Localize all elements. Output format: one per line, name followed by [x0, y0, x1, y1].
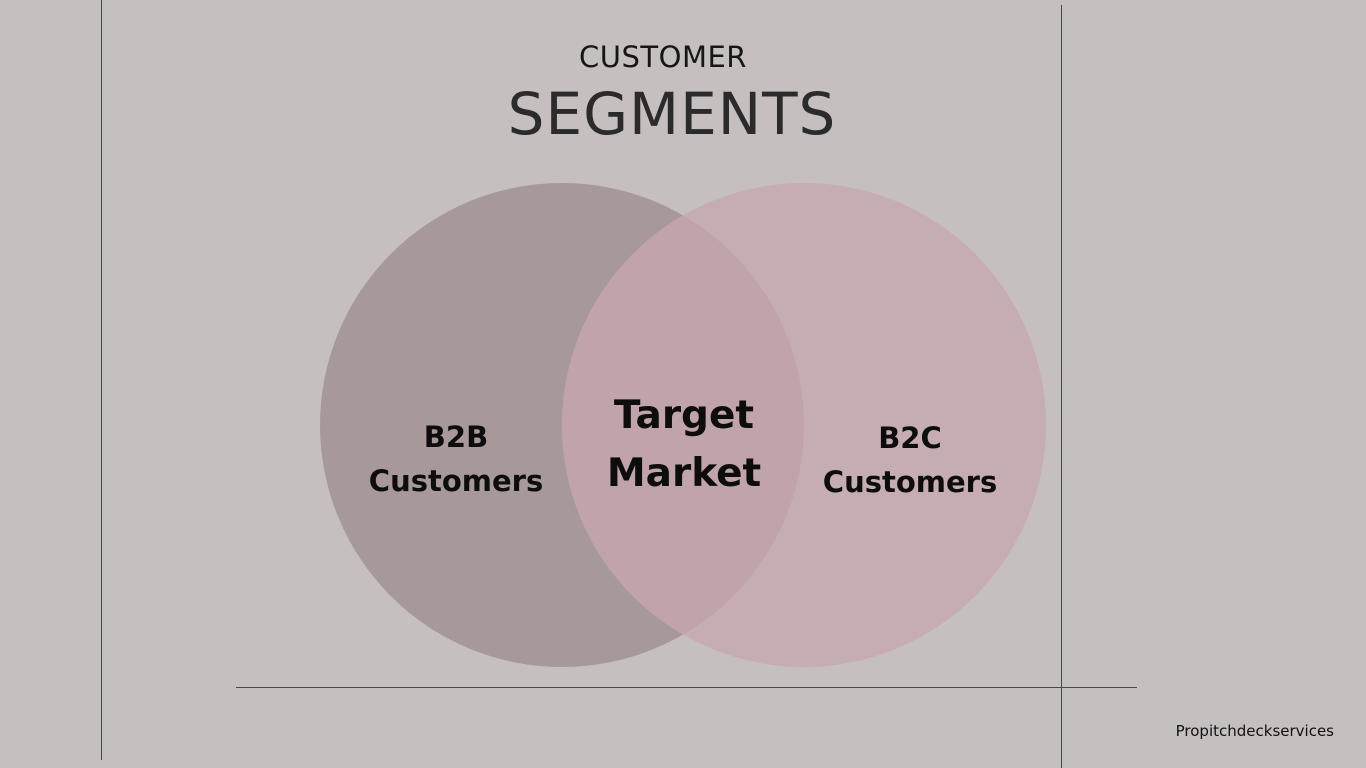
- b2c-label-sub: Customers: [823, 465, 997, 499]
- right-vertical-rule: [1061, 5, 1062, 768]
- target-market-label: Target: [614, 393, 754, 438]
- title-line-1: CUSTOMER: [579, 40, 747, 74]
- target-market-label-sub: Market: [607, 451, 761, 496]
- b2b-label-sub: Customers: [369, 464, 543, 498]
- left-vertical-rule: [101, 0, 102, 760]
- bottom-horizontal-rule: [236, 687, 1137, 688]
- title-line-2: SEGMENTS: [507, 80, 837, 148]
- b2c-label: B2C: [878, 421, 942, 455]
- brand-watermark: Propitchdeckservices: [1175, 722, 1334, 740]
- b2b-label: B2B: [424, 420, 488, 454]
- overlap-region: [562, 183, 804, 667]
